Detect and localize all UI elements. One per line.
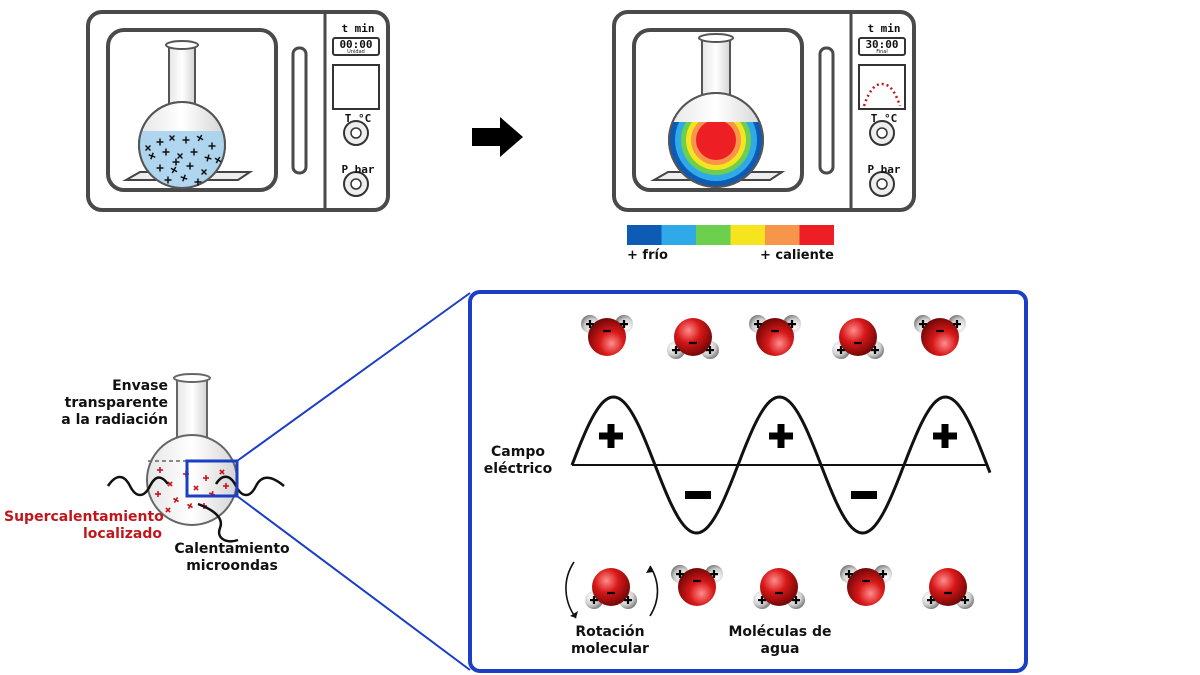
arrow-icon bbox=[472, 117, 523, 157]
flask-microwave bbox=[106, 292, 471, 671]
temperature-curve bbox=[862, 82, 902, 107]
molecule-mark bbox=[156, 164, 164, 172]
microwave-heating-label: Calentamiento microondas bbox=[174, 541, 290, 574]
water-molecule bbox=[749, 315, 801, 356]
molecule-mark bbox=[193, 485, 199, 491]
water-molecule bbox=[581, 315, 633, 356]
time-label-after: t min bbox=[867, 22, 901, 35]
molecule-mark bbox=[155, 491, 161, 497]
molecule-mark bbox=[187, 503, 193, 509]
molecule-mark bbox=[204, 154, 212, 162]
water-molecule bbox=[832, 318, 884, 359]
molecule-mark bbox=[200, 168, 208, 176]
water-molecules bbox=[581, 315, 974, 609]
molecule-mark bbox=[168, 134, 176, 142]
temp-label-before: T °C bbox=[344, 112, 372, 125]
heat-swatch bbox=[696, 225, 731, 245]
rotation-arrow-head bbox=[646, 566, 654, 573]
water-molecule bbox=[585, 568, 637, 609]
molecule-mark bbox=[182, 136, 190, 144]
molecule-mark bbox=[196, 134, 204, 142]
microwave-wave-bottom bbox=[197, 502, 239, 543]
molecule-mark bbox=[180, 174, 188, 182]
heat-swatch bbox=[730, 225, 765, 245]
temp-label-after: T °C bbox=[870, 112, 898, 125]
display-time-before: 00:00 bbox=[339, 38, 373, 51]
molecule-mark bbox=[157, 467, 163, 473]
molecule-mark bbox=[186, 162, 194, 170]
molecule-mark bbox=[172, 158, 180, 166]
molecule-mark bbox=[190, 148, 198, 156]
water-molecule bbox=[667, 318, 719, 359]
molecule-mark bbox=[176, 152, 184, 160]
molecule-mark bbox=[167, 481, 173, 487]
microwave-wave-left bbox=[106, 475, 169, 497]
display-sub-after: Final bbox=[876, 49, 888, 55]
rotation-arrow-head bbox=[570, 611, 578, 618]
rotation-label: Rotación molecular bbox=[571, 624, 649, 657]
superheating-label: Supercalentamiento localizado bbox=[4, 509, 164, 542]
molecule-mark bbox=[144, 144, 152, 152]
heat-swatch bbox=[799, 225, 834, 245]
molecule-mark bbox=[194, 178, 202, 186]
molecule-mark bbox=[173, 497, 179, 503]
negative-sign bbox=[851, 491, 877, 499]
cold-label: + frío bbox=[627, 248, 668, 263]
heat-swatch bbox=[765, 225, 800, 245]
heat-scale bbox=[627, 225, 834, 245]
water-molecule bbox=[914, 315, 966, 356]
microwave-before bbox=[86, 10, 390, 212]
display-time-after: 30:00 bbox=[865, 38, 899, 51]
negative-sign bbox=[685, 491, 711, 499]
molecule-mark bbox=[162, 148, 170, 156]
pressure-label-before: P bar bbox=[341, 163, 375, 176]
molecule-mark bbox=[223, 483, 229, 489]
molecules-label: Moléculas de agua bbox=[728, 624, 832, 657]
water-molecule bbox=[840, 565, 892, 606]
positive-sign bbox=[777, 424, 785, 448]
water-molecule bbox=[922, 568, 974, 609]
molecule-mark bbox=[156, 138, 164, 146]
time-label-before: t min bbox=[341, 22, 375, 35]
molecule-mark bbox=[164, 176, 172, 184]
electric-field-label: Campo eléctrico bbox=[483, 444, 553, 477]
molecule-mark bbox=[208, 142, 216, 150]
hot-label: + caliente bbox=[760, 248, 834, 263]
flask-after bbox=[668, 33, 764, 188]
molecule-mark bbox=[214, 156, 222, 164]
molecule-mark bbox=[203, 475, 209, 481]
molecule-mark bbox=[219, 469, 225, 475]
electric-field-wave bbox=[570, 395, 992, 535]
microwave-after bbox=[612, 10, 916, 212]
positive-sign bbox=[941, 424, 949, 448]
molecule-mark bbox=[148, 152, 156, 160]
positive-sign bbox=[607, 424, 615, 448]
water-molecule bbox=[753, 568, 805, 609]
water-molecule bbox=[671, 565, 723, 606]
container-label: Envase transparente a la radiación bbox=[61, 378, 168, 428]
rotation-arc-left bbox=[565, 561, 577, 619]
display-sub-before: Unidad bbox=[347, 49, 365, 55]
microwave-wave-right bbox=[214, 475, 285, 497]
heat-swatch bbox=[627, 225, 662, 245]
pressure-label-after: P bar bbox=[867, 163, 901, 176]
heat-swatch bbox=[661, 225, 696, 245]
zoom-region bbox=[185, 459, 239, 498]
molecule-mark bbox=[170, 166, 178, 174]
molecule-mark bbox=[165, 507, 171, 513]
